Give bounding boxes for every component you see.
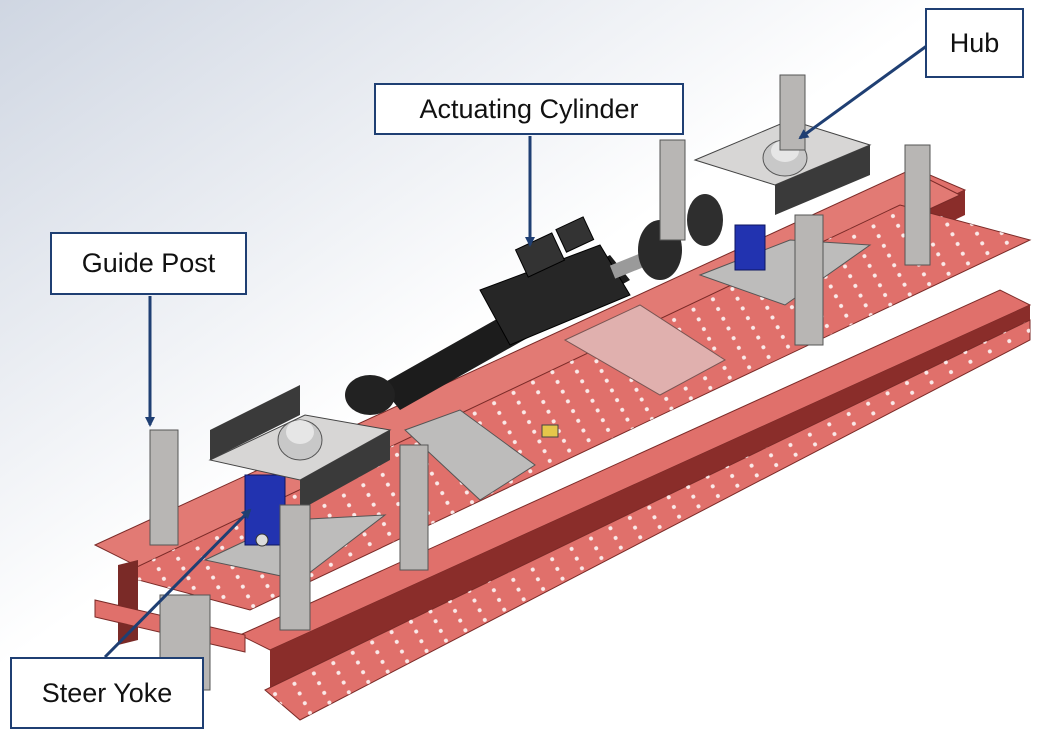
lower-rail-side (270, 305, 1030, 690)
left-hub-bracket-front (300, 430, 390, 510)
hub-callout: Hub (925, 8, 1024, 78)
left-guide-post-1 (149, 429, 179, 546)
steer-yoke-label: Steer Yoke (41, 677, 173, 708)
left-steer-module (149, 385, 429, 631)
steer-yoke-callout: Steer Yoke (10, 657, 204, 729)
left-guide-post-3 (399, 444, 429, 571)
center-plate-right (563, 304, 726, 396)
guide-post-callout: Guide Post (50, 232, 247, 295)
right-steer-module (659, 74, 931, 346)
guide-post-label: Guide Post (81, 248, 216, 278)
origin-marker (541, 424, 559, 438)
rod-coupler-2 (687, 194, 723, 246)
center-plate-left (404, 409, 536, 501)
left-guide-post-2 (279, 504, 311, 631)
left-yoke-bolt (255, 533, 269, 547)
steer-yoke-leader-arrow (103, 508, 252, 659)
cylinder-rear-mount (345, 375, 395, 415)
hub-leader-arrow (798, 43, 929, 140)
actuating-cylinder-assembly (345, 194, 723, 415)
left-steer-yoke (244, 474, 286, 546)
hub-label: Hub (949, 27, 1000, 58)
actuating-cylinder-label: Actuating Cylinder (419, 93, 639, 124)
lower-flange-holes (265, 320, 1030, 720)
right-guide-post-4 (904, 144, 931, 266)
right-steer-yoke (734, 224, 766, 271)
left-hub-cap (286, 420, 314, 444)
cylinder-top-block-2 (555, 216, 595, 253)
right-hub-bracket (775, 145, 870, 215)
left-hub-bracket-back (210, 385, 300, 460)
right-guide-post-3 (794, 214, 824, 346)
actuating-cylinder-callout: Actuating Cylinder (374, 83, 684, 135)
right-guide-post-1 (659, 139, 686, 241)
